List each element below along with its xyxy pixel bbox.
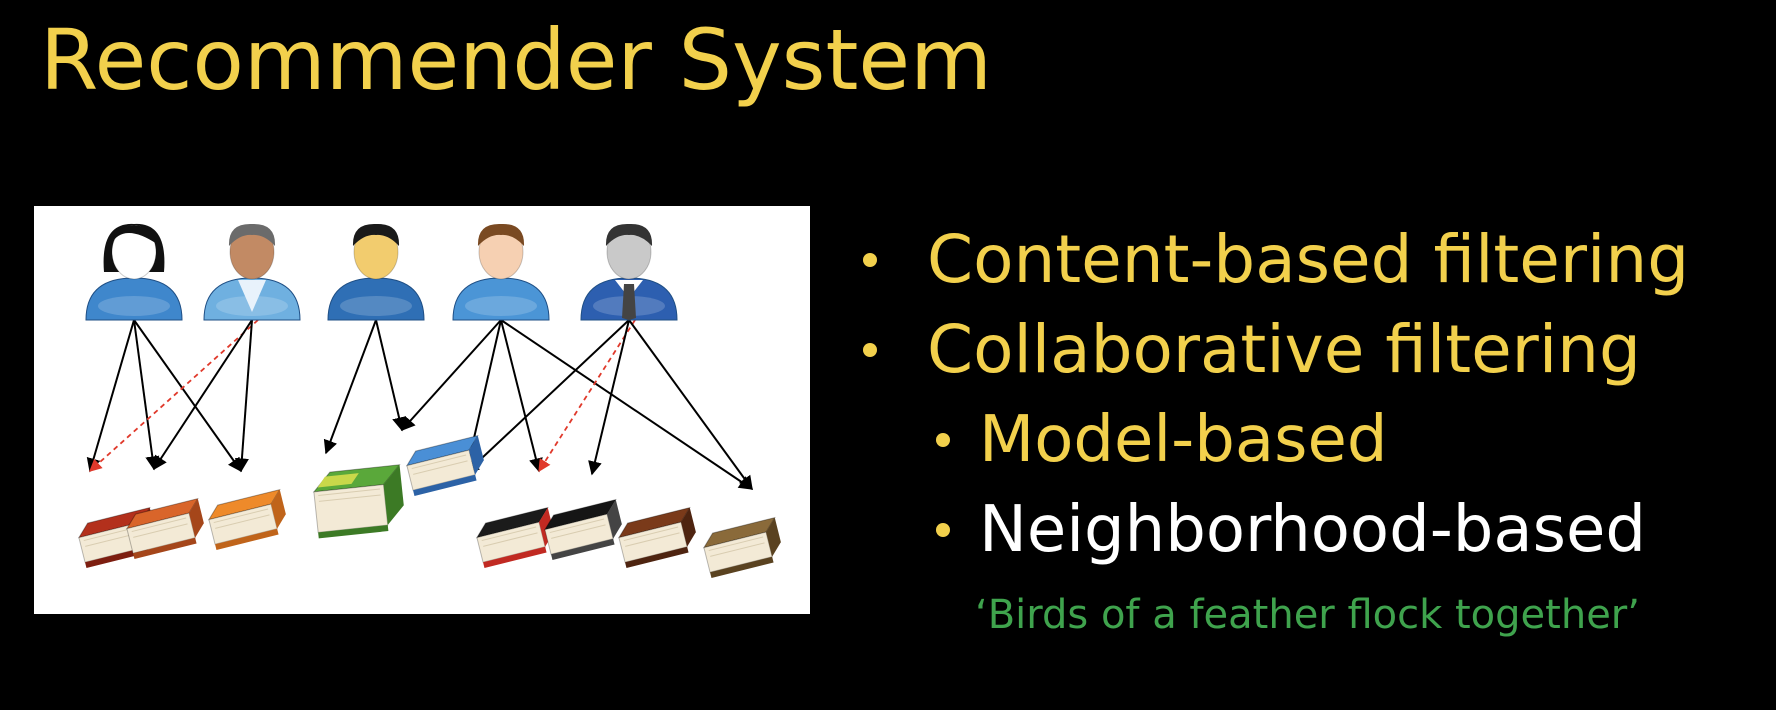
interaction-arrow <box>628 319 753 491</box>
interaction-arrow <box>464 319 630 474</box>
orange-book-icon <box>125 497 204 560</box>
user-woman-dark-hair-icon <box>85 223 183 321</box>
edges-layer <box>86 319 754 491</box>
interaction-arrow <box>375 319 406 432</box>
interaction-arrow <box>133 319 242 473</box>
books-layer <box>77 434 781 579</box>
recommendation-diagram <box>34 206 810 614</box>
bullet-text: Neighborhood-based <box>979 493 1646 567</box>
old-brown-book-icon <box>702 516 781 579</box>
user-man-brown-skin-icon <box>203 223 301 321</box>
bullet-model-based: Model-based <box>855 395 1689 485</box>
bullet-list: Content-based filtering Collaborative fi… <box>855 215 1689 575</box>
bullet-text: Model-based <box>979 403 1388 477</box>
orange-book-2-icon <box>207 488 286 551</box>
recommendation-arrow <box>89 319 259 472</box>
user-man-suit-icon <box>580 223 678 321</box>
proverb-quote: ‘Birds of a feather flock together’ <box>975 592 1640 638</box>
interaction-arrow <box>153 319 253 471</box>
user-man-yellow-skin-icon <box>327 223 425 321</box>
interaction-arrow <box>323 319 377 455</box>
bullet-collaborative: Collaborative filtering <box>855 305 1689 395</box>
interaction-arrow <box>401 319 502 432</box>
interaction-arrow <box>133 319 160 471</box>
bullet-dot-icon <box>936 523 950 537</box>
interaction-arrow <box>500 319 754 490</box>
users-layer <box>85 223 678 321</box>
bullet-dot-icon <box>863 253 877 267</box>
bullet-neighborhood-based: Neighborhood-based <box>855 485 1689 575</box>
interaction-arrow <box>588 319 630 476</box>
bullet-text: Collaborative filtering <box>927 311 1641 388</box>
recommendation-arrow <box>538 319 636 473</box>
blue-book-icon <box>405 434 484 497</box>
interaction-arrow <box>86 319 135 473</box>
bullet-dot-icon <box>863 343 877 357</box>
green-book-icon <box>312 464 404 539</box>
user-book-graph <box>77 223 781 579</box>
bullet-dot-icon <box>936 433 950 447</box>
user-man-brown-hair-icon <box>452 223 550 321</box>
bullet-content-based: Content-based filtering <box>855 215 1689 305</box>
brown-book-icon <box>617 506 696 569</box>
slide-title: Recommender System <box>40 11 992 109</box>
interaction-arrow <box>500 319 543 473</box>
interaction-arrow <box>234 319 253 473</box>
black-book-icon <box>543 498 622 561</box>
bullet-text: Content-based filtering <box>927 221 1690 298</box>
black-red-book-icon <box>475 506 554 569</box>
